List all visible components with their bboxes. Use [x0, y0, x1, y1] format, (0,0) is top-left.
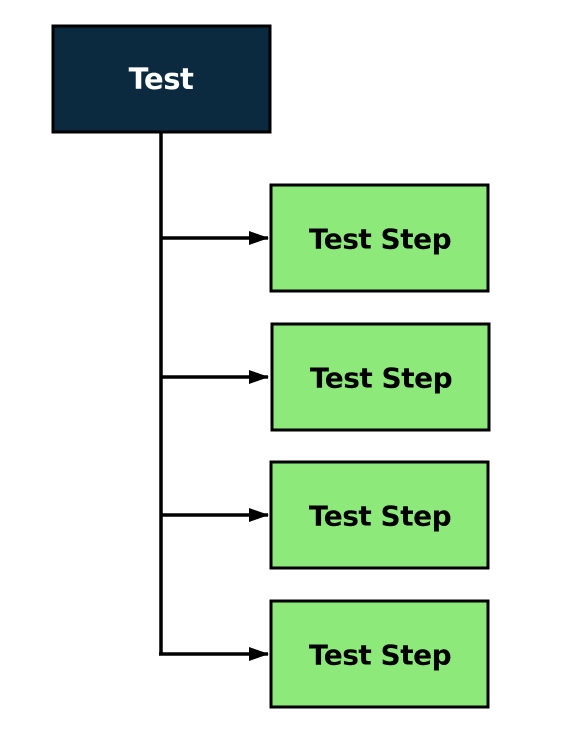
step-node-4: Test Step: [269, 599, 490, 709]
step-box: [269, 599, 490, 709]
step-box: [269, 183, 490, 293]
step-label: Test Step: [309, 223, 451, 256]
step-label: Test Step: [309, 639, 451, 672]
step-label: Test Step: [309, 500, 451, 533]
root-label: Test: [129, 62, 194, 96]
step-node-3: Test Step: [269, 460, 490, 570]
root-box: [51, 24, 272, 134]
step-box: [269, 460, 490, 570]
step-node-1: Test Step: [269, 183, 490, 293]
root-node: Test: [51, 24, 272, 134]
step-box: [270, 322, 491, 432]
step-label: Test Step: [310, 362, 452, 395]
step-node-2: Test Step: [270, 322, 491, 432]
